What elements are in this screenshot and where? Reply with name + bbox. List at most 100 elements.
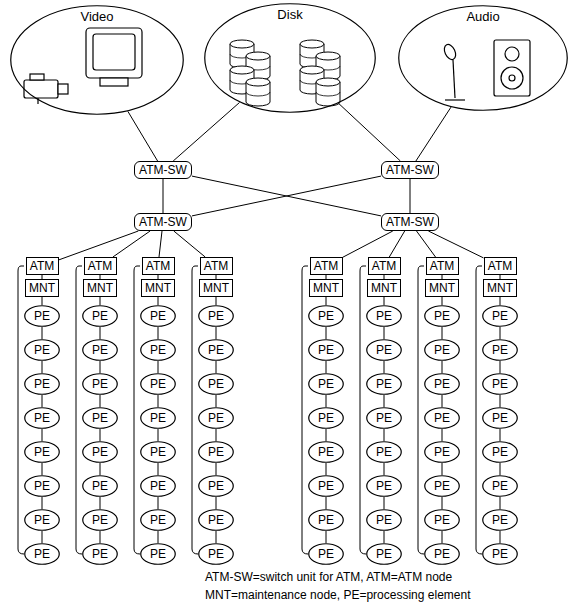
- node-label: ATM-SW: [139, 215, 187, 229]
- ellipse-shape: [25, 476, 60, 497]
- connector-line: [173, 103, 239, 162]
- node-label: ATM-SW: [386, 163, 434, 177]
- processing-element: PE: [140, 475, 176, 497]
- connector-line: [42, 361, 43, 373]
- processing-element: PE: [24, 339, 60, 361]
- connector-line: [339, 103, 401, 161]
- node-box: MNT: [483, 279, 517, 297]
- microphone: [442, 43, 465, 100]
- connector-line: [384, 297, 385, 305]
- node-label: PE: [92, 305, 108, 327]
- ellipse-shape: [83, 544, 118, 565]
- connector-line: [326, 463, 327, 475]
- node-label: PE: [434, 407, 450, 429]
- node-label: PE: [376, 475, 392, 497]
- node-label: MNT: [429, 281, 455, 295]
- connector-line: [100, 327, 101, 339]
- ellipse-shape: [483, 374, 518, 395]
- monitor: [86, 28, 142, 86]
- node-box: ATM: [368, 257, 401, 275]
- ellipse-shape: [25, 510, 60, 531]
- node-box: ATM: [484, 257, 517, 275]
- node-label: Disk: [204, 7, 376, 22]
- ellipse-shape: [199, 442, 234, 463]
- connector-line: [442, 395, 443, 407]
- node-label: PE: [318, 475, 334, 497]
- node-label: ATM-SW: [139, 163, 187, 177]
- ellipse-shape: [425, 340, 460, 361]
- connector-line: [389, 231, 404, 257]
- node-label: PE: [150, 509, 166, 531]
- node-label: PE: [92, 475, 108, 497]
- node-label: PE: [34, 441, 50, 463]
- node-label: PE: [92, 339, 108, 361]
- processing-element: PE: [308, 305, 344, 327]
- node-label: ATM-SW: [386, 215, 434, 229]
- connector-line: [42, 463, 43, 475]
- processing-element: PE: [366, 339, 402, 361]
- connector-line: [216, 395, 217, 407]
- connector-line: [158, 463, 159, 475]
- ellipse-shape: [11, 6, 184, 115]
- node-box: ATM: [200, 257, 233, 275]
- connector-line: [442, 531, 443, 543]
- processing-element: PE: [140, 305, 176, 327]
- ellipse-shape: [483, 340, 518, 361]
- ellipse-shape: [141, 374, 176, 395]
- node-label: PE: [34, 509, 50, 531]
- ellipse-shape: [25, 306, 60, 327]
- ellipse-shape: [425, 476, 460, 497]
- node-label: ATM: [314, 259, 338, 273]
- ellipse-shape: [83, 340, 118, 361]
- connector-line: [59, 231, 139, 260]
- ellipse-shape: [83, 306, 118, 327]
- connector-line: [442, 297, 443, 305]
- ellipse-shape: [141, 306, 176, 327]
- node-label: PE: [492, 475, 508, 497]
- processing-element: PE: [424, 339, 460, 361]
- ellipse-shape: [141, 442, 176, 463]
- disk-stack: [230, 40, 340, 106]
- ellipse-shape: [83, 374, 118, 395]
- connector-line: [42, 297, 43, 305]
- node-label: PE: [150, 305, 166, 327]
- ellipse-shape: [199, 544, 234, 565]
- legend-note: MNT=maintenance node, PE=processing elem…: [205, 588, 470, 602]
- node-label: ATM: [88, 259, 112, 273]
- node-box: ATM: [142, 257, 175, 275]
- node-box: MNT: [367, 279, 401, 297]
- atm-switch: ATM-SW: [381, 161, 439, 179]
- processing-element: PE: [82, 373, 118, 395]
- node-label: PE: [34, 407, 50, 429]
- connector-line: [442, 429, 443, 441]
- ellipse-shape: [367, 340, 402, 361]
- processing-element: PE: [482, 509, 518, 531]
- processing-element: PE: [424, 475, 460, 497]
- connector-line: [500, 463, 501, 475]
- connector-line: [442, 327, 443, 339]
- connector-line: [500, 361, 501, 373]
- processing-element: PE: [198, 475, 234, 497]
- connector-line: [500, 497, 501, 509]
- connector-line: [158, 429, 159, 441]
- processing-element: PE: [24, 305, 60, 327]
- ellipse-shape: [141, 476, 176, 497]
- connector-line: [113, 231, 150, 257]
- node-label: ATM: [30, 259, 54, 273]
- ellipse-shape: [199, 408, 234, 429]
- node-box: MNT: [309, 279, 343, 297]
- connector-line: [100, 497, 101, 509]
- node-label: PE: [208, 407, 224, 429]
- processing-element: PE: [424, 509, 460, 531]
- ellipse-shape: [83, 442, 118, 463]
- node-label: PE: [34, 305, 50, 327]
- connector-line: [417, 231, 436, 257]
- connector-line: [428, 231, 483, 258]
- ellipse-shape: [425, 510, 460, 531]
- node-label: PE: [492, 407, 508, 429]
- node-box: ATM: [310, 257, 343, 275]
- connector-line: [42, 497, 43, 509]
- connector-line: [500, 429, 501, 441]
- processing-element: PE: [424, 373, 460, 395]
- ellipse-shape: [309, 544, 344, 565]
